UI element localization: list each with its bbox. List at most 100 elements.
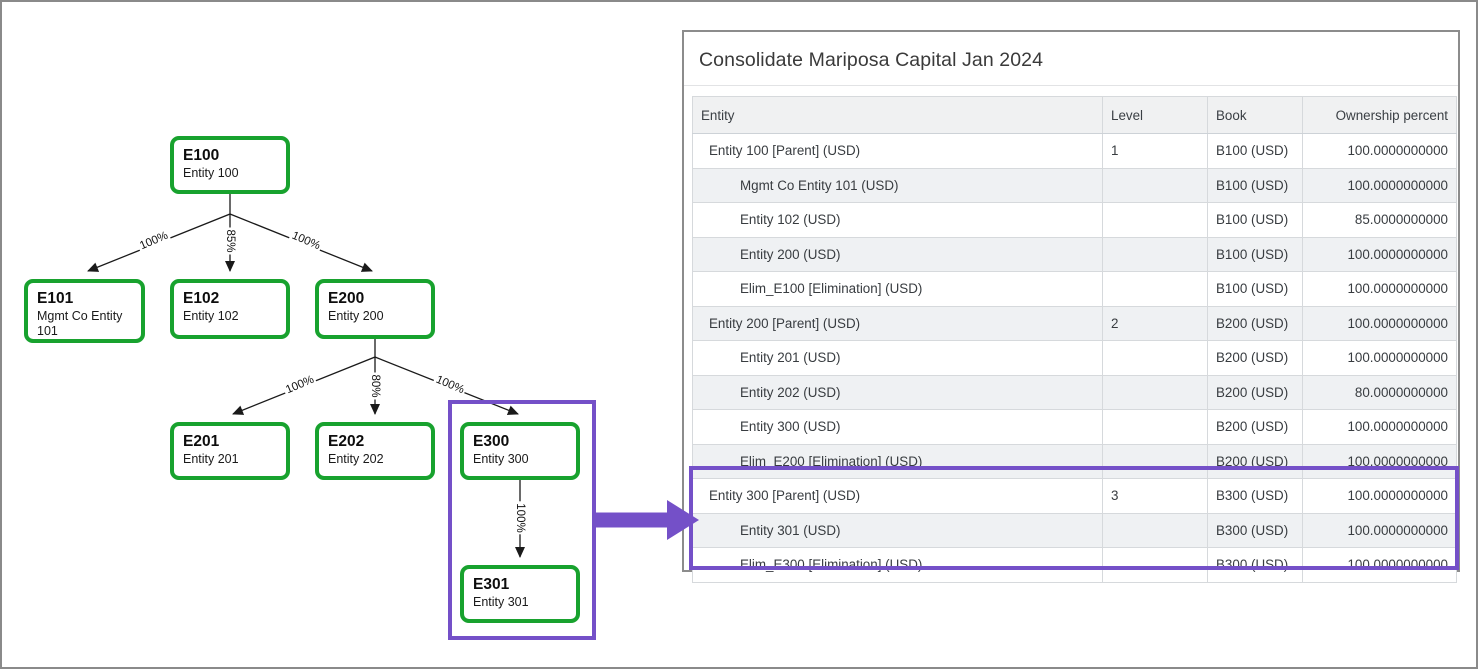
cell-ownership: 100.0000000000	[1302, 443, 1457, 479]
table-row: Mgmt Co Entity 101 (USD) B100 (USD)100.00…	[692, 167, 1457, 203]
cell-entity: Entity 102 (USD)	[692, 202, 1103, 238]
entity-node-name: Entity 202	[328, 452, 384, 467]
ownership-percent-label: 80%	[369, 372, 381, 400]
entity-node-name: Mgmt Co Entity 101	[37, 309, 123, 339]
cell-level	[1102, 167, 1208, 203]
cell-entity: Elim_E100 [Elimination] (USD)	[692, 271, 1103, 307]
ownership-percent-label: 85%	[224, 227, 236, 255]
entity-node-name: Entity 100	[183, 166, 239, 181]
cell-ownership: 85.0000000000	[1302, 202, 1457, 238]
report-panel: Consolidate Mariposa Capital Jan 2024 En…	[682, 30, 1460, 583]
cell-ownership: 80.0000000000	[1302, 374, 1457, 410]
cell-book: B200 (USD)	[1207, 305, 1303, 341]
cell-book: B200 (USD)	[1207, 443, 1303, 479]
table-row: Entity 201 (USD) B200 (USD)100.0000000000	[692, 340, 1457, 376]
cell-book: B100 (USD)	[1207, 271, 1303, 307]
cell-entity: Entity 100 [Parent] (USD)	[692, 133, 1103, 169]
cell-level: 2	[1102, 305, 1208, 341]
entity-node-name: Entity 300	[473, 452, 529, 467]
entity-node-id: E301	[473, 576, 510, 593]
table-row: Elim_E200 [Elimination] (USD) B200 (USD)1…	[692, 443, 1457, 479]
table-row: Entity 300 (USD) B200 (USD)100.0000000000	[692, 409, 1457, 445]
table-row: Entity 102 (USD) B100 (USD)85.0000000000	[692, 202, 1457, 238]
cell-book: B200 (USD)	[1207, 374, 1303, 410]
cell-entity: Elim_E300 [Elimination] (USD)	[692, 547, 1103, 583]
cell-level	[1102, 271, 1208, 307]
entity-node-name: Entity 301	[473, 595, 529, 610]
cell-ownership: 100.0000000000	[1302, 305, 1457, 341]
cell-ownership: 100.0000000000	[1302, 340, 1457, 376]
cell-book: B100 (USD)	[1207, 236, 1303, 272]
cell-level	[1102, 409, 1208, 445]
cell-level	[1102, 547, 1208, 583]
cell-ownership: 100.0000000000	[1302, 409, 1457, 445]
entity-node-id: E300	[473, 433, 510, 450]
consolidation-table: Entity Level Book Ownership percent Enti…	[692, 96, 1457, 583]
cell-ownership: 100.0000000000	[1302, 167, 1457, 203]
entity-node-id: E201	[183, 433, 220, 450]
report-title: Consolidate Mariposa Capital Jan 2024	[684, 32, 1458, 86]
table-row: Entity 200 (USD) B100 (USD)100.0000000000	[692, 236, 1457, 272]
ownership-percent-label: 100%	[136, 228, 172, 254]
table-row: Elim_E300 [Elimination] (USD) B300 (USD)1…	[692, 547, 1457, 583]
cell-level: 1	[1102, 133, 1208, 169]
entity-node-name: Entity 201	[183, 452, 239, 467]
cell-entity: Entity 200 (USD)	[692, 236, 1103, 272]
ownership-percent-label: 100%	[514, 501, 526, 535]
ownership-percent-label: 100%	[282, 372, 318, 398]
cell-ownership: 100.0000000000	[1302, 133, 1457, 169]
cell-ownership: 100.0000000000	[1302, 512, 1457, 548]
ownership-percent-label: 100%	[288, 228, 324, 254]
ownership-percent-label: 100%	[432, 372, 468, 398]
table-header-row: Entity Level Book Ownership percent	[692, 96, 1457, 134]
cell-book: B300 (USD)	[1207, 547, 1303, 583]
entity-node-name: Entity 102	[183, 309, 239, 324]
cell-ownership: 100.0000000000	[1302, 271, 1457, 307]
col-header-level: Level	[1102, 96, 1208, 134]
cell-book: B100 (USD)	[1207, 167, 1303, 203]
cell-entity: Entity 300 [Parent] (USD)	[692, 478, 1103, 514]
cell-entity: Entity 300 (USD)	[692, 409, 1103, 445]
cell-entity: Elim_E200 [Elimination] (USD)	[692, 443, 1103, 479]
entity-node-id: E200	[328, 290, 365, 307]
entity-node-id: E202	[328, 433, 365, 450]
cell-ownership: 100.0000000000	[1302, 236, 1457, 272]
entity-node-id: E100	[183, 147, 220, 164]
cell-ownership: 100.0000000000	[1302, 547, 1457, 583]
col-header-entity: Entity	[692, 96, 1103, 134]
cell-level	[1102, 340, 1208, 376]
cell-level	[1102, 512, 1208, 548]
cell-entity: Entity 301 (USD)	[692, 512, 1103, 548]
cell-book: B100 (USD)	[1207, 202, 1303, 238]
cell-entity: Mgmt Co Entity 101 (USD)	[692, 167, 1103, 203]
cell-book: B200 (USD)	[1207, 409, 1303, 445]
cell-level	[1102, 236, 1208, 272]
cell-book: B100 (USD)	[1207, 133, 1303, 169]
entity-node-id: E102	[183, 290, 220, 307]
cell-entity: Entity 202 (USD)	[692, 374, 1103, 410]
cell-entity: Entity 200 [Parent] (USD)	[692, 305, 1103, 341]
cell-level	[1102, 374, 1208, 410]
cell-book: B300 (USD)	[1207, 478, 1303, 514]
entity-node-name: Entity 200	[328, 309, 384, 324]
cell-level	[1102, 443, 1208, 479]
cell-book: B300 (USD)	[1207, 512, 1303, 548]
table-row: Entity 301 (USD) B300 (USD)100.0000000000	[692, 512, 1457, 548]
col-header-ownership: Ownership percent	[1302, 96, 1457, 134]
cell-level	[1102, 202, 1208, 238]
cell-entity: Entity 201 (USD)	[692, 340, 1103, 376]
cell-book: B200 (USD)	[1207, 340, 1303, 376]
cell-level: 3	[1102, 478, 1208, 514]
